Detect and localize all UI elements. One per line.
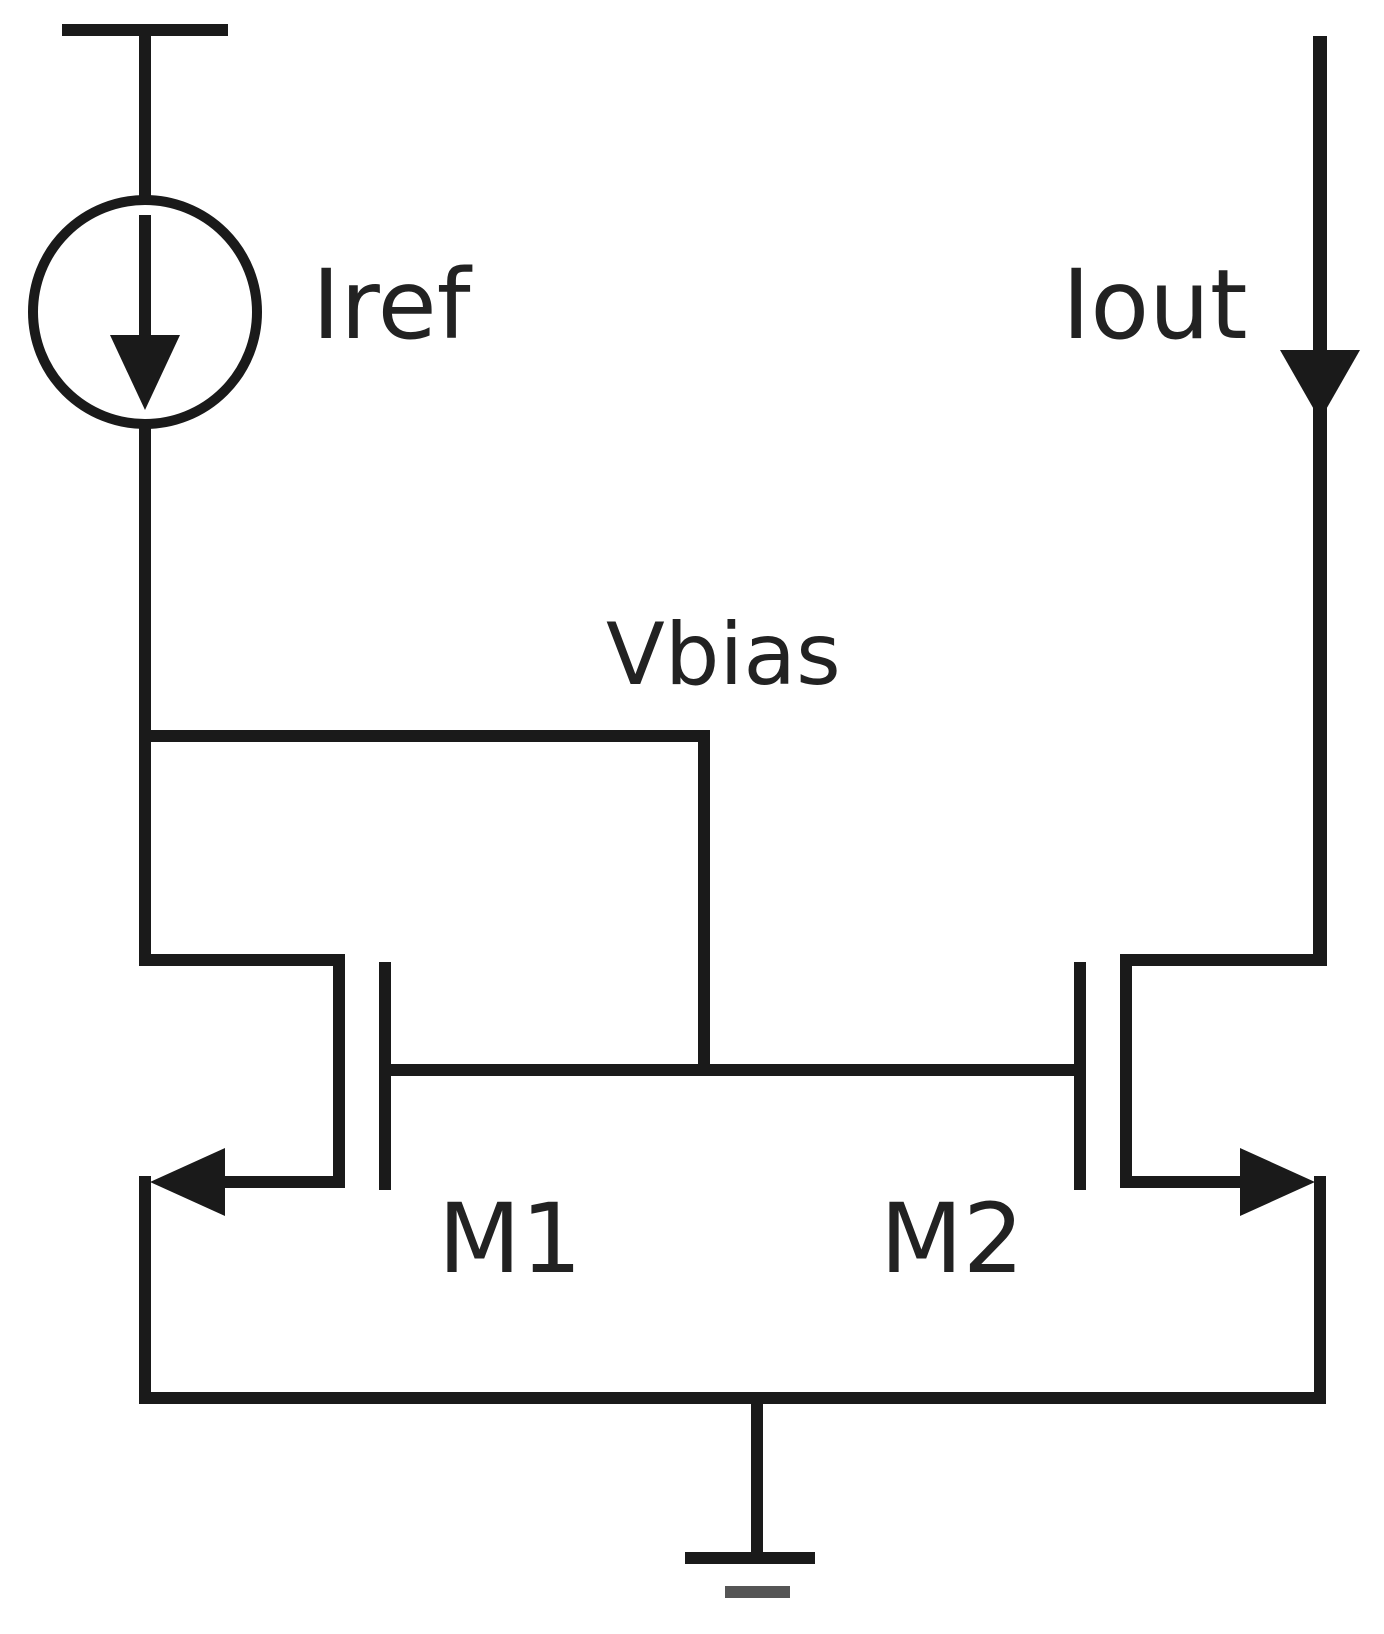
- label-iout: Iout: [1062, 249, 1248, 361]
- label-vbias: Vbias: [606, 605, 841, 705]
- m2-source-arrow: [1240, 1148, 1315, 1216]
- label-m1: M1: [438, 1183, 582, 1295]
- m1-source-arrow: [150, 1148, 225, 1216]
- iout-arrow: [1280, 350, 1360, 420]
- transistor-m1: [150, 954, 391, 1216]
- current-source-arrow-head: [110, 335, 180, 410]
- transistor-m2: [1074, 954, 1326, 1216]
- ground-symbol: [685, 1398, 815, 1598]
- current-source-iref: [28, 195, 262, 429]
- label-m2: M2: [880, 1183, 1024, 1295]
- label-iref: Iref: [312, 249, 473, 361]
